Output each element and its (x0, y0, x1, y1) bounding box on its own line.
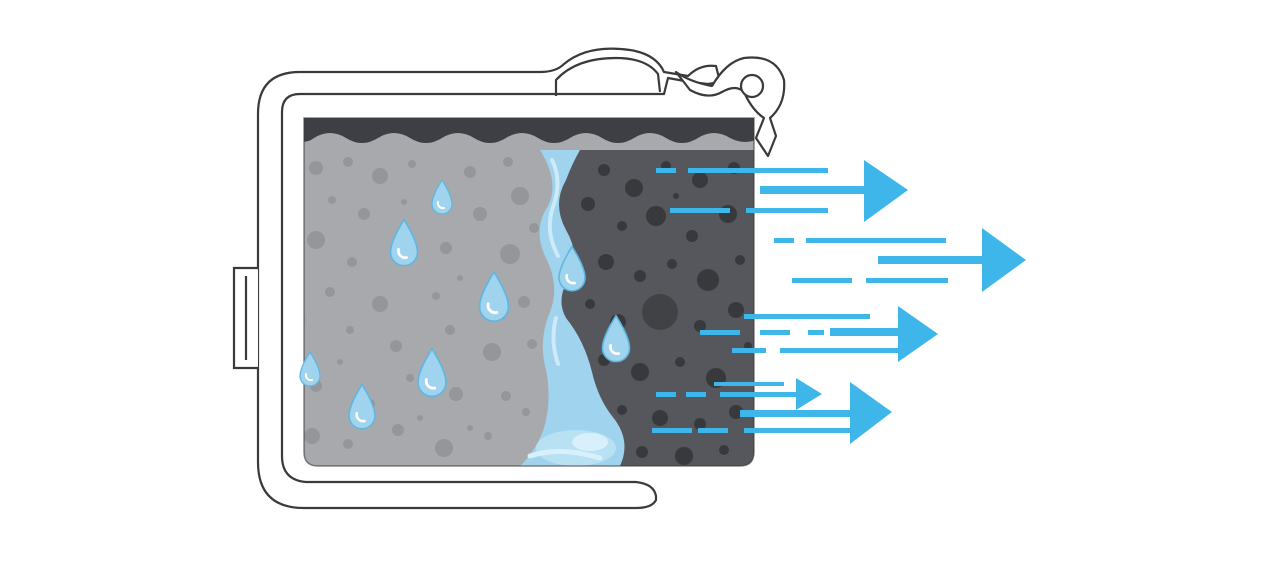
container-frame (232, 47, 786, 510)
water-droplet-icon (299, 350, 321, 387)
water-droplet-icon (431, 178, 453, 215)
water-droplet-icon (348, 383, 376, 430)
inner-chamber (304, 118, 754, 466)
water-droplet-icon (417, 347, 447, 398)
water-pool (536, 430, 616, 466)
flow-arrow-icon (700, 306, 938, 362)
surface-layer (304, 118, 754, 143)
water-droplet-icon (558, 245, 586, 292)
flow-arrow-icon (656, 160, 908, 222)
water-front (516, 150, 640, 466)
water-droplets (299, 178, 631, 430)
wet-material-pores (304, 157, 539, 457)
flow-arrows (652, 160, 1026, 444)
flow-arrow-icon (774, 228, 1026, 292)
water-droplet-icon (478, 270, 510, 322)
flow-arrow-icon (652, 378, 892, 444)
water-droplet-icon (601, 314, 631, 363)
water-droplet-icon (389, 218, 419, 267)
